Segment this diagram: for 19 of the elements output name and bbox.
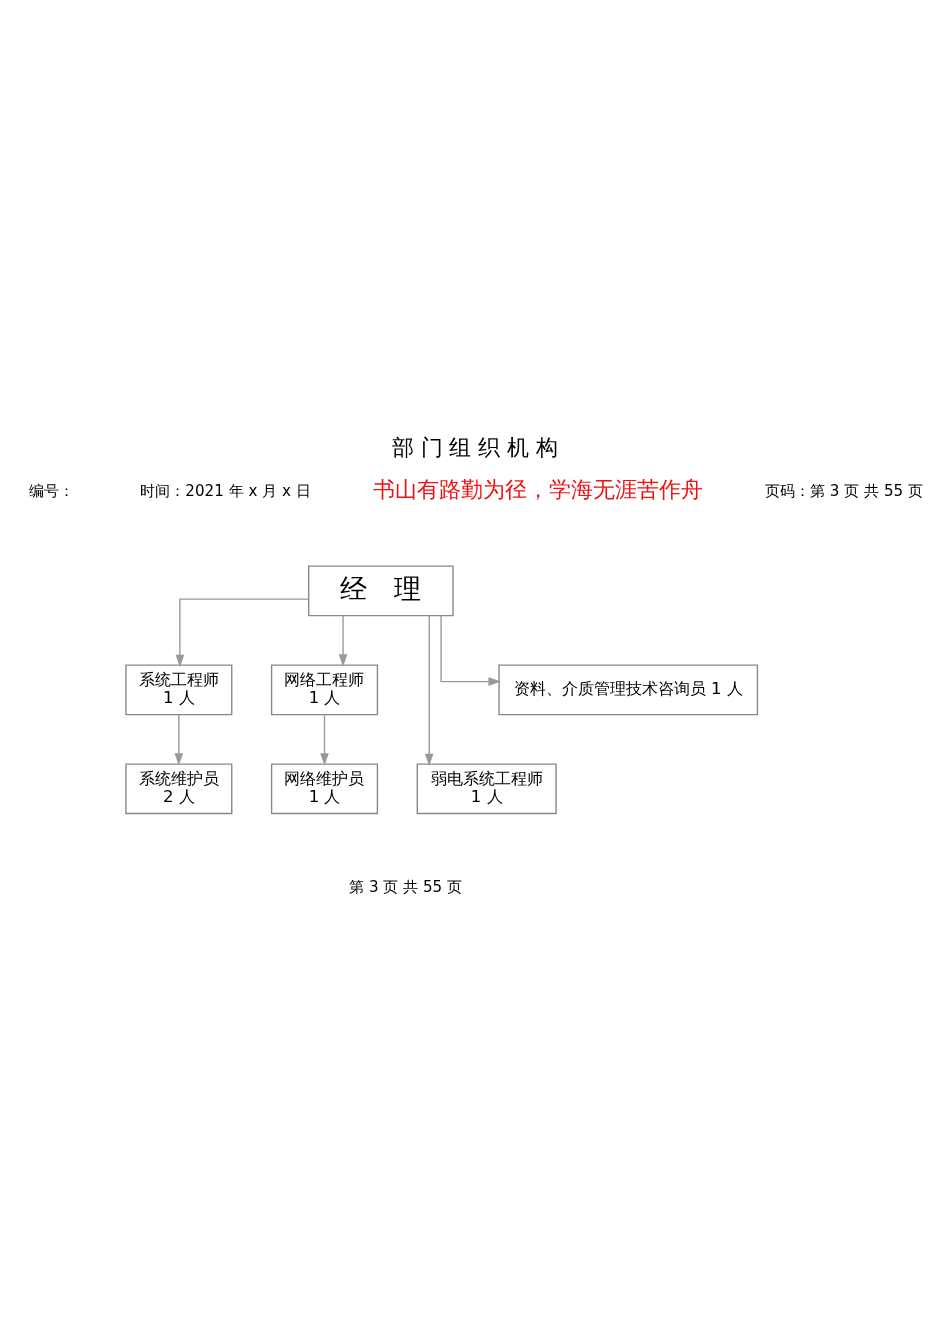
node-box: 系统维护员 2 人 xyxy=(125,763,233,815)
label: 编号： xyxy=(28,481,74,500)
arrow xyxy=(424,615,434,767)
arrow xyxy=(320,714,329,766)
arrow xyxy=(440,615,501,686)
arrow xyxy=(174,714,184,766)
node-box: 网络工程师 1 人 xyxy=(270,664,379,716)
node-box: 网络维护员 1 人 xyxy=(270,763,379,815)
node-box: 资料、介质管理技术咨询员 1 人 xyxy=(498,664,759,716)
label: 第 3 页 共 55 页 xyxy=(349,877,463,896)
label: 书山有路勤为径，学海无涯苦作舟 xyxy=(372,477,703,503)
arrow xyxy=(175,598,309,668)
arrow xyxy=(338,615,348,667)
node-box: 系统工程师 1 人 xyxy=(125,664,233,716)
label: 时间：2021 年 x 月 x 日 xyxy=(140,481,311,500)
label: 页码：第 3 页 共 55 页 xyxy=(765,481,923,500)
node-box: 经 理 xyxy=(308,565,454,617)
node-box: 弱电系统工程师 1 人 xyxy=(416,763,557,815)
diagram-title: 部 门 组 织 机 构 xyxy=(391,434,559,460)
